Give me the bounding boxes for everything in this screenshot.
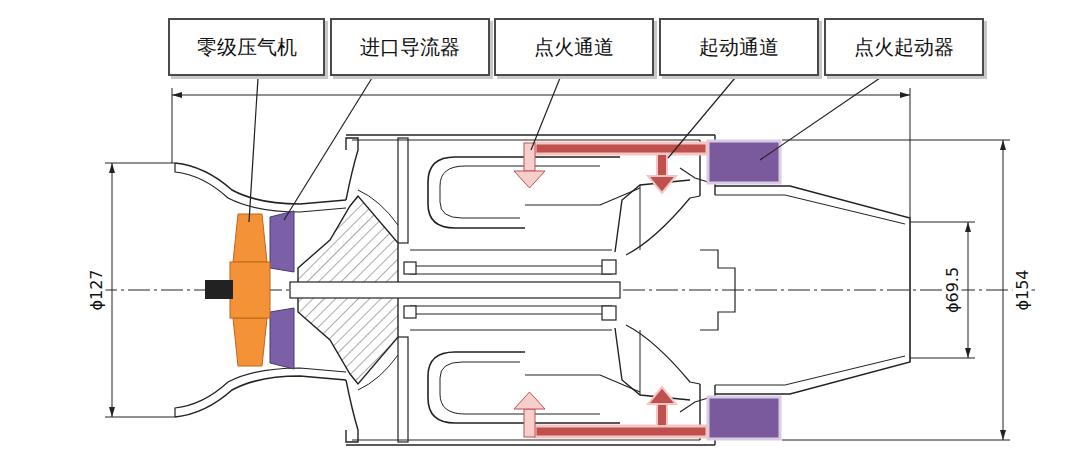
label-box: 点火通道	[494, 18, 654, 76]
part-name: 零级压气机	[197, 34, 297, 61]
part-name: 点火通道	[534, 34, 614, 61]
part-name: 点火起动器	[854, 34, 954, 61]
label-box: 进口导流器	[330, 18, 490, 76]
dimension-label: ϕ127	[87, 267, 106, 312]
label-box: 起动通道	[659, 18, 819, 76]
dimension-label: ϕ69.5	[943, 265, 962, 315]
part-name: 进口导流器	[360, 34, 460, 61]
dimension-label: ϕ154	[1013, 267, 1032, 312]
part-name: 起动通道	[699, 34, 779, 61]
label-box: 零级压气机	[168, 18, 325, 76]
label-box: 点火起动器	[824, 18, 984, 76]
